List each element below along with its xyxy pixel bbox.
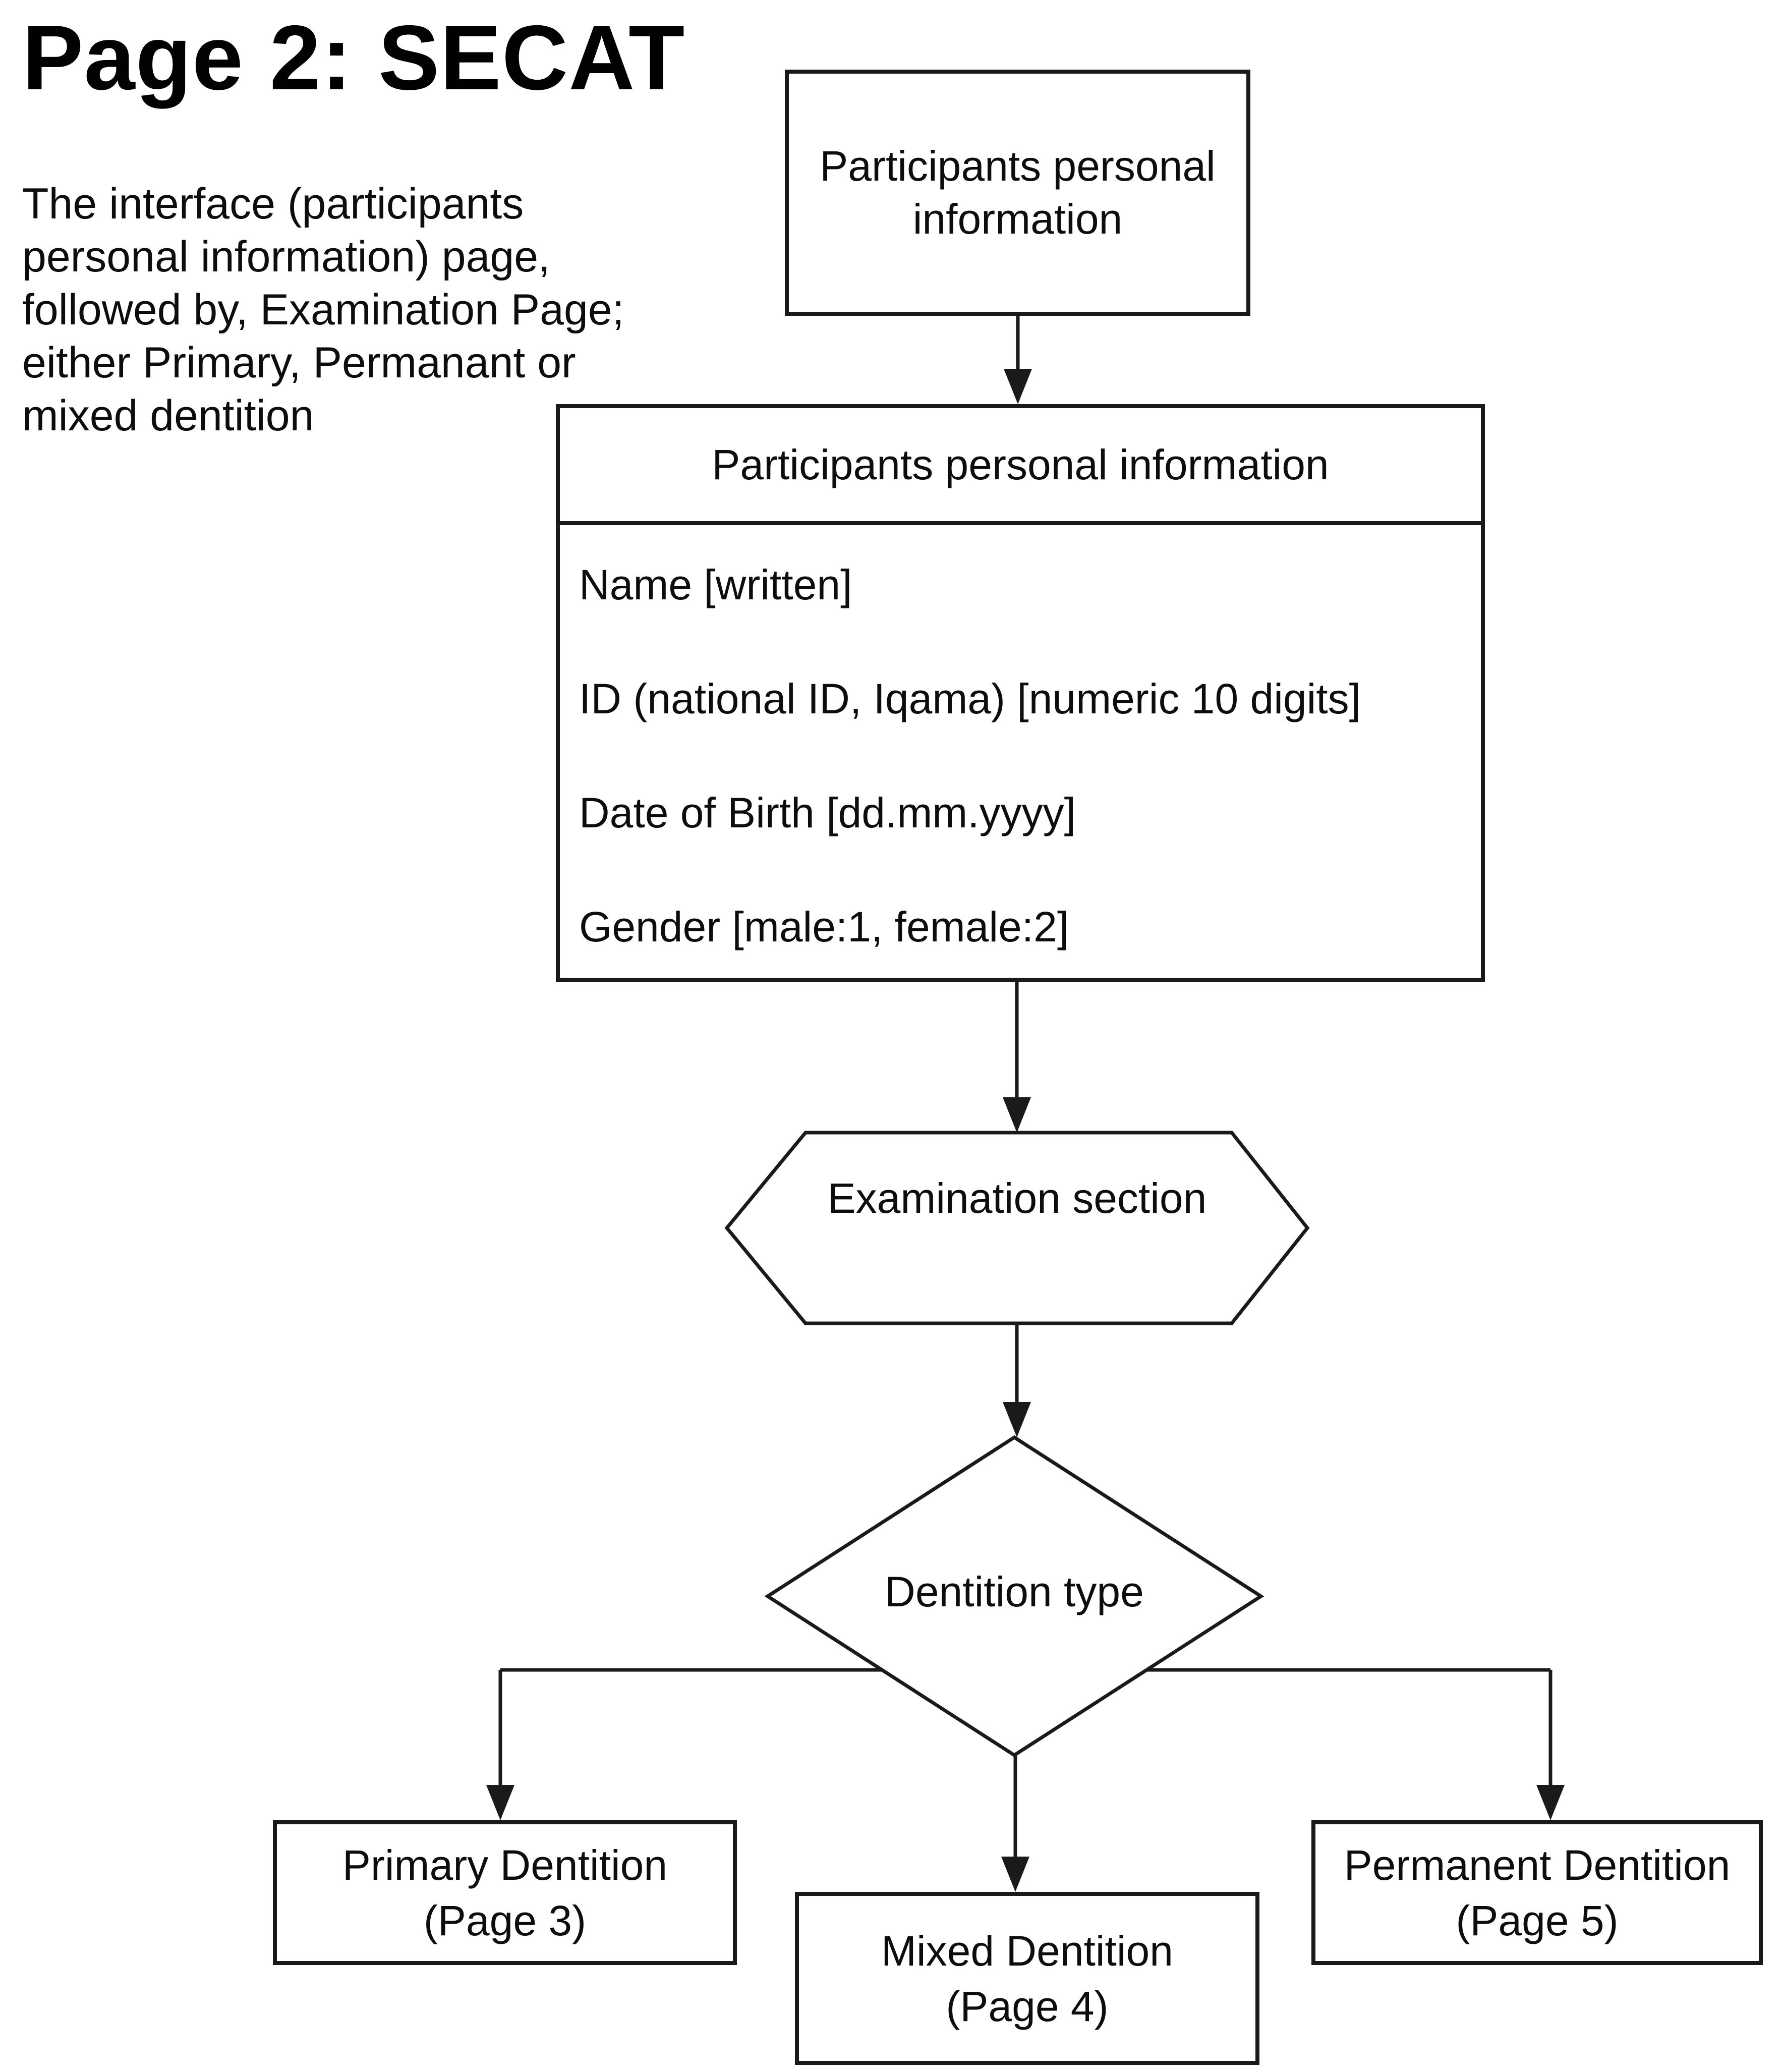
field-name: Name [written] — [579, 561, 852, 608]
node-participants-start-label: Participants personal information — [820, 142, 1216, 243]
arrowhead-to-permanent — [1536, 1785, 1565, 1820]
node-mixed-dentition-label: Mixed Dentition (Page 4) — [881, 1927, 1173, 2030]
arrowhead-to-primary — [486, 1785, 514, 1820]
page-title: Page 2: SECAT — [22, 6, 685, 109]
arrowhead-to-mixed — [1001, 1857, 1029, 1892]
arrowhead-exam-to-decision — [1003, 1402, 1031, 1437]
node-primary-dentition: Primary Dentition (Page 3) — [273, 1820, 737, 1965]
node-participants-info: Participants personal information Name [… — [556, 404, 1485, 982]
node-participants-info-body: Name [written] ID (national ID, Iqama) [… — [560, 525, 1481, 984]
page-description: The interface (participants personal inf… — [22, 180, 624, 440]
field-date-of-birth: Date of Birth [dd.mm.yyyy] — [579, 789, 1076, 836]
node-participants-info-header: Participants personal information — [560, 408, 1481, 525]
node-permanent-dentition-label: Permanent Dentition (Page 5) — [1344, 1841, 1731, 1944]
hexagon-examination-shape — [724, 1131, 1310, 1325]
node-examination-label: Examination section — [827, 1174, 1207, 1222]
node-primary-dentition-label: Primary Dentition (Page 3) — [342, 1841, 668, 1944]
field-id: ID (national ID, Iqama) [numeric 10 digi… — [579, 675, 1361, 722]
arrowhead-start-to-info — [1004, 369, 1032, 404]
node-permanent-dentition: Permanent Dentition (Page 5) — [1311, 1820, 1763, 1965]
node-mixed-dentition: Mixed Dentition (Page 4) — [795, 1892, 1259, 2065]
node-dentition-label: Dentition type — [885, 1567, 1144, 1615]
field-gender: Gender [male:1, female:2] — [579, 903, 1069, 950]
node-participants-start: Participants personal information — [785, 70, 1250, 316]
arrowhead-info-to-exam — [1003, 1097, 1031, 1133]
